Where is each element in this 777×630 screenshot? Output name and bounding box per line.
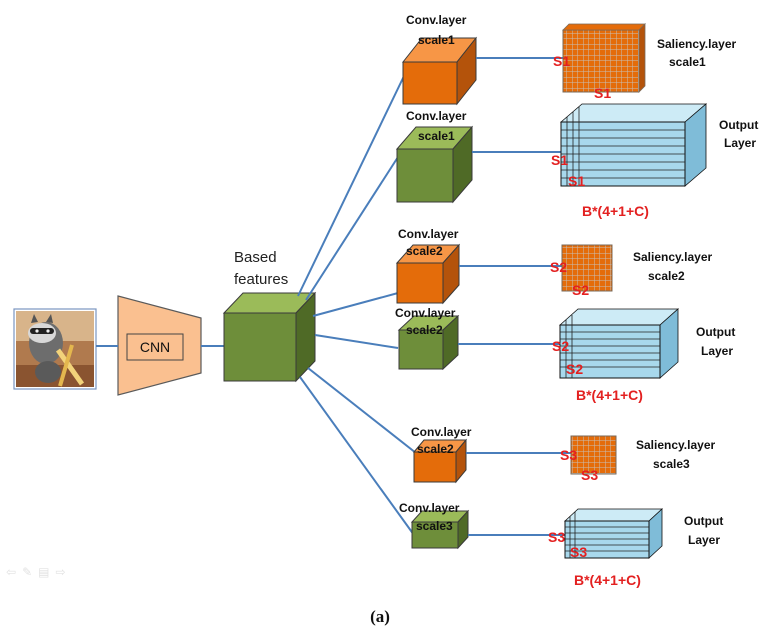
saliency-mark-left-2: S2 bbox=[550, 259, 567, 275]
conv-title-6: Conv.layer bbox=[399, 501, 460, 515]
output-mark-bottom-2: S2 bbox=[566, 361, 583, 377]
output-title-1: Output bbox=[719, 118, 758, 132]
branch-4: Conv.layer scale2 S2 S2 B*(4+1+C) Output… bbox=[395, 306, 735, 403]
conv-cube-3 bbox=[395, 243, 461, 305]
figure-caption: (a) bbox=[370, 607, 390, 626]
formula-1: B*(4+1+C) bbox=[582, 203, 649, 219]
saliency-mark-bottom-2: S2 bbox=[572, 282, 589, 298]
fanout-lines bbox=[297, 75, 417, 536]
conv-cube-1 bbox=[401, 36, 478, 106]
output-scale-3: Layer bbox=[688, 533, 720, 547]
input-image bbox=[13, 308, 97, 390]
output-mark-left-3: S3 bbox=[548, 529, 565, 545]
conv-scale-2: scale1 bbox=[418, 129, 455, 143]
output-scale-2: Layer bbox=[701, 344, 733, 358]
based-features-cube: Based features bbox=[222, 249, 317, 383]
branch-5: Conv.layer scale2 S3 S3 Saliency.layer s… bbox=[411, 425, 715, 484]
output-title-3: Output bbox=[684, 514, 723, 528]
output-mark-bottom-3: S3 bbox=[570, 544, 587, 560]
formula-2: B*(4+1+C) bbox=[576, 387, 643, 403]
pencil-icon[interactable]: ✎ bbox=[22, 565, 33, 579]
output-mark-left-1: S1 bbox=[551, 152, 568, 168]
saliency-map-2 bbox=[561, 244, 613, 292]
saliency-title-1: Saliency.layer bbox=[657, 37, 736, 51]
saliency-title-3: Saliency.layer bbox=[636, 438, 715, 452]
output-scale-1: Layer bbox=[724, 136, 756, 150]
conv-title-5: Conv.layer bbox=[411, 425, 472, 439]
saliency-scale-1: scale1 bbox=[669, 55, 706, 69]
menu-icon[interactable]: ▤ bbox=[38, 565, 50, 579]
saliency-map-1 bbox=[562, 23, 646, 93]
output-tensor-2 bbox=[558, 308, 680, 379]
conv-title-3: Conv.layer bbox=[398, 227, 459, 241]
branch-2: Conv.layer scale1 S1 S1 B*(4+1+C) Output… bbox=[395, 103, 758, 219]
branch-1: Conv.layer scale1 S1 S1 Saliency.layer s… bbox=[401, 13, 736, 106]
saliency-mark-bottom-1: S1 bbox=[594, 85, 611, 101]
output-title-2: Output bbox=[696, 325, 735, 339]
cnn-label: CNN bbox=[140, 339, 170, 355]
output-mark-left-2: S2 bbox=[552, 338, 569, 354]
saliency-scale-2: scale2 bbox=[648, 269, 685, 283]
conv-cube-4 bbox=[397, 314, 460, 371]
formula-3: B*(4+1+C) bbox=[574, 572, 641, 588]
saliency-scale-3: scale3 bbox=[653, 457, 690, 471]
conv-cube-5 bbox=[412, 438, 468, 484]
based-features-label-line2: features bbox=[234, 271, 288, 288]
conv-scale-3: scale2 bbox=[406, 244, 443, 258]
saliency-mark-left-3: S3 bbox=[560, 447, 577, 463]
cnn-block: CNN bbox=[117, 295, 202, 396]
conv-scale-5: scale2 bbox=[417, 442, 454, 456]
output-mark-bottom-1: S1 bbox=[568, 173, 585, 189]
conv-title-1: Conv.layer bbox=[406, 13, 467, 27]
output-tensor-1 bbox=[559, 103, 708, 187]
saliency-title-2: Saliency.layer bbox=[633, 250, 712, 264]
conv-title-4: Conv.layer bbox=[395, 306, 456, 320]
conv-cube-2 bbox=[395, 125, 474, 204]
conv-title-2: Conv.layer bbox=[406, 109, 467, 123]
saliency-mark-bottom-3: S3 bbox=[581, 467, 598, 483]
based-features-label-line1: Based bbox=[234, 249, 277, 266]
branch-3: Conv.layer scale2 S2 S2 Saliency.layer s… bbox=[395, 227, 712, 305]
conv-scale-4: scale2 bbox=[406, 323, 443, 337]
conv-scale-1: scale1 bbox=[418, 33, 455, 47]
saliency-map-3 bbox=[570, 435, 617, 475]
output-tensor-3 bbox=[563, 508, 664, 559]
arrow-left-icon[interactable]: ⇦ bbox=[6, 565, 17, 579]
conv-cube-6 bbox=[410, 509, 470, 550]
slide-nav-controls: ⇦ ✎ ▤ ⇨ bbox=[6, 565, 66, 579]
branch-6: Conv.layer scale3 S3 S3 B*(4+1+C) Output… bbox=[399, 501, 723, 588]
conv-scale-6: scale3 bbox=[416, 519, 453, 533]
saliency-mark-left-1: S1 bbox=[553, 53, 570, 69]
arrow-right-icon[interactable]: ⇨ bbox=[55, 565, 66, 579]
